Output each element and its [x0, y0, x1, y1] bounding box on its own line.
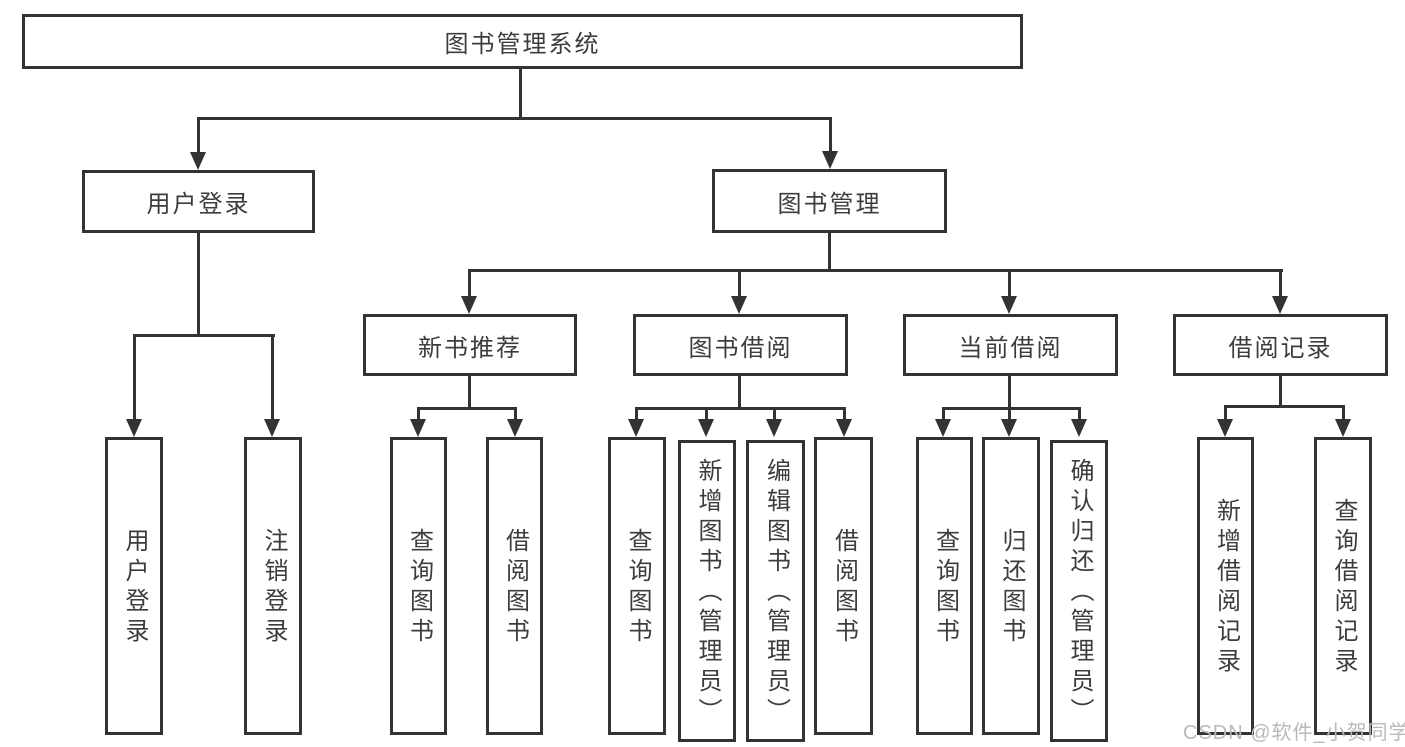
connector-root-stem — [519, 68, 522, 120]
arrowhead-records — [1272, 296, 1288, 314]
connector-br-leaf2-drop — [1342, 405, 1345, 421]
connector-bookmgmt-stem — [828, 233, 831, 272]
arrowhead-leaf-login — [126, 419, 142, 437]
leaf-query-borrow-record: 查询借阅记录 — [1314, 437, 1372, 735]
arrowhead-borrow — [731, 296, 747, 314]
arrowhead-br-leaf2 — [1335, 419, 1351, 437]
connector-root-bar — [197, 117, 832, 120]
arrowhead-br-leaf1 — [1217, 419, 1233, 437]
arrowhead-cb-leaf1 — [935, 419, 951, 437]
connector-bb-leaf4-drop — [843, 407, 846, 421]
arrowhead-recommend — [461, 296, 477, 314]
arrowhead-cb-leaf3 — [1071, 419, 1087, 437]
leaf-borrow-books: 借阅图书 — [814, 437, 873, 735]
arrowhead-rec-leaf1 — [410, 419, 426, 437]
leaf-logout: 注销登录 — [244, 437, 302, 735]
arrowhead-bb-leaf1 — [628, 419, 644, 437]
node-current-borrow: 当前借阅 — [903, 314, 1118, 376]
connector-bookborrow-stem — [738, 376, 741, 410]
connector-records-bar — [1224, 405, 1345, 408]
leaf-query-books-borrow: 查询图书 — [608, 437, 666, 735]
connector-borrow-drop — [738, 269, 741, 297]
node-root: 图书管理系统 — [22, 14, 1023, 69]
leaf-confirm-return-admin: 确认归还（管理员） — [1050, 440, 1108, 742]
connector-userlogin-stem — [197, 233, 200, 337]
connector-records-drop — [1279, 269, 1282, 297]
connector-cb-leaf2-drop — [1008, 407, 1011, 421]
connector-recommend-drop — [468, 269, 471, 297]
arrowhead-cb-leaf2 — [1001, 419, 1017, 437]
connector-level2-bar — [468, 269, 1283, 272]
node-book-management: 图书管理 — [712, 169, 947, 233]
connector-rec-leaf1-drop — [417, 407, 420, 421]
connector-records-stem — [1279, 376, 1282, 408]
arrowhead-current — [1001, 296, 1017, 314]
arrowhead-bb-leaf2 — [698, 419, 714, 437]
leaf-add-books-admin: 新增图书（管理员） — [678, 440, 736, 742]
leaf-borrow-books-recommend: 借阅图书 — [486, 437, 543, 735]
leaf-query-books-current: 查询图书 — [916, 437, 973, 735]
connector-currentborrow-stem — [1008, 376, 1011, 410]
connector-bb-leaf1-drop — [635, 407, 638, 421]
connector-bb-leaf2-drop — [705, 407, 708, 421]
leaf-query-books-recommend: 查询图书 — [390, 437, 447, 735]
connector-recommend-stem — [468, 376, 471, 410]
node-book-borrow: 图书借阅 — [633, 314, 848, 376]
connector-leaf-login-drop — [133, 334, 136, 420]
arrowhead-leaf-logout — [264, 419, 280, 437]
leaf-user-login: 用户登录 — [105, 437, 163, 735]
connector-bb-leaf3-drop — [773, 407, 776, 421]
connector-bookborrow-bar — [635, 407, 846, 410]
connector-rec-leaf2-drop — [514, 407, 517, 421]
connector-cb-leaf3-drop — [1078, 407, 1081, 421]
connector-br-leaf1-drop — [1224, 405, 1227, 421]
arrowhead-rec-leaf2 — [507, 419, 523, 437]
node-user-login: 用户登录 — [82, 170, 315, 233]
leaf-return-books: 归还图书 — [982, 437, 1040, 735]
connector-recommend-bar — [417, 407, 517, 410]
arrowhead-user-login — [190, 152, 206, 170]
connector-book-mgmt-drop — [829, 117, 832, 152]
arrowhead-book-mgmt — [822, 151, 838, 169]
leaf-edit-books-admin: 编辑图书（管理员） — [746, 440, 805, 742]
leaf-add-borrow-record: 新增借阅记录 — [1197, 437, 1254, 735]
arrowhead-bb-leaf3 — [766, 419, 782, 437]
node-new-book-recommend: 新书推荐 — [363, 314, 577, 376]
connector-currentborrow-bar — [942, 407, 1081, 410]
connector-cb-leaf1-drop — [942, 407, 945, 421]
connector-current-drop — [1008, 269, 1011, 297]
node-borrow-records: 借阅记录 — [1173, 314, 1388, 376]
csdn-watermark: CSDN @软件_小贺同学 — [1183, 722, 1405, 744]
connector-leaf-logout-drop — [271, 334, 274, 420]
connector-userlogin-bar — [133, 334, 275, 337]
connector-user-login-drop — [197, 117, 200, 153]
arrowhead-bb-leaf4 — [836, 419, 852, 437]
